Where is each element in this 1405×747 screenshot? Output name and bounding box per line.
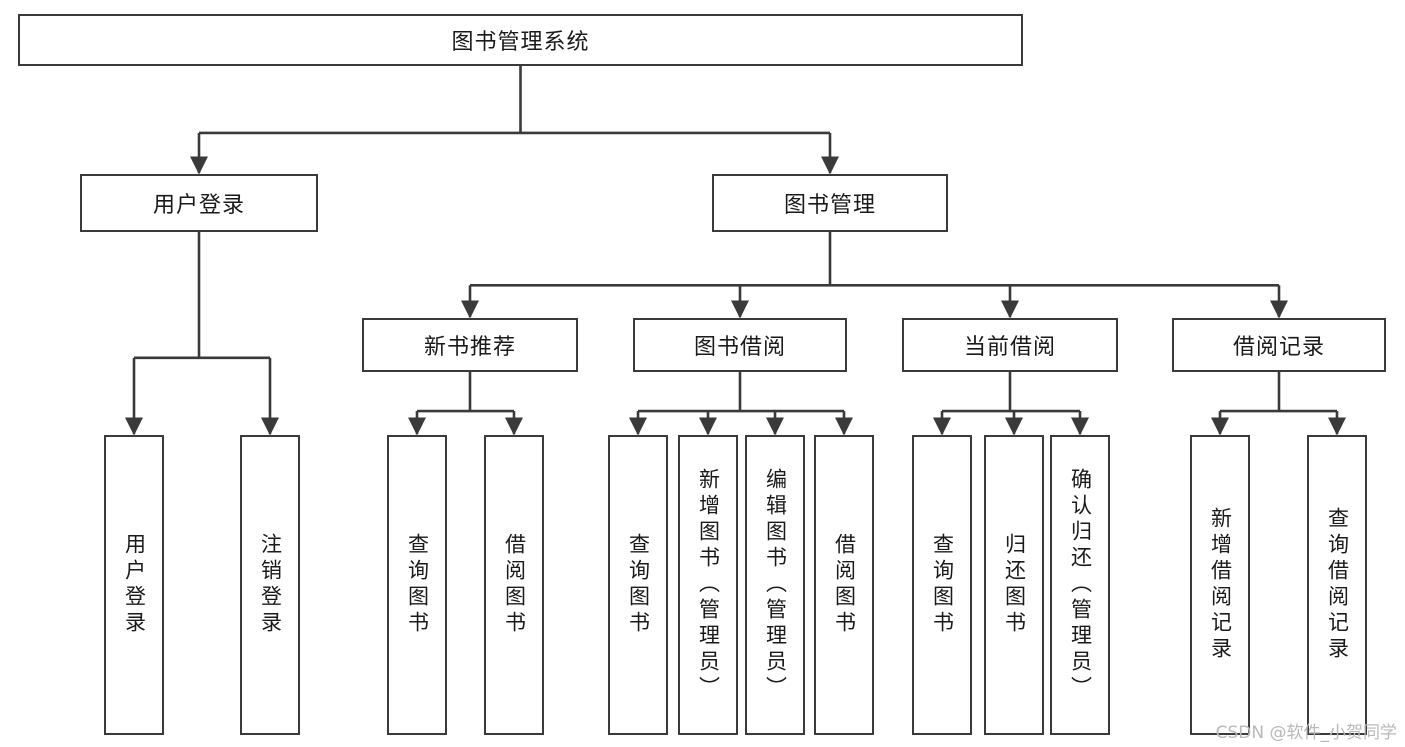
node-l_user_login[interactable]: 用户登录	[104, 435, 164, 735]
node-label: 查询图书	[405, 533, 430, 637]
node-label: 借阅图书	[832, 533, 857, 637]
node-book_manage[interactable]: 图书管理	[712, 174, 948, 232]
node-l_borrow_bk_1[interactable]: 借阅图书	[484, 435, 544, 735]
node-l_edit_book[interactable]: 编辑图书（管理员）	[745, 435, 805, 735]
node-label: 注销登录	[258, 533, 283, 637]
node-l_add_book[interactable]: 新增图书（管理员）	[678, 435, 738, 735]
node-label: 新增图书（管理员）	[696, 468, 721, 702]
node-borrow_record[interactable]: 借阅记录	[1172, 318, 1386, 372]
node-l_q_book_1[interactable]: 查询图书	[387, 435, 447, 735]
node-label: 用户登录	[122, 533, 147, 637]
node-label: 借阅图书	[502, 533, 527, 637]
node-l_conf_return[interactable]: 确认归还（管理员）	[1050, 435, 1110, 735]
node-l_q_rec[interactable]: 查询借阅记录	[1307, 435, 1367, 735]
node-l_q_book_3[interactable]: 查询图书	[912, 435, 972, 735]
node-l_borrow_bk_2[interactable]: 借阅图书	[814, 435, 874, 735]
node-l_q_book_2[interactable]: 查询图书	[608, 435, 668, 735]
node-label: 当前借阅	[963, 335, 1056, 360]
node-cur_borrow[interactable]: 当前借阅	[902, 318, 1118, 372]
node-label: 归还图书	[1002, 533, 1027, 637]
node-label: 确认归还（管理员）	[1068, 468, 1093, 702]
node-label: 查询借阅记录	[1325, 507, 1350, 663]
node-root[interactable]: 图书管理系统	[18, 14, 1023, 66]
node-label: 图书管理系统	[451, 30, 590, 55]
node-l_add_rec[interactable]: 新增借阅记录	[1190, 435, 1250, 735]
node-label: 借阅记录	[1232, 335, 1325, 360]
node-label: 查询图书	[626, 533, 651, 637]
node-label: 查询图书	[930, 533, 955, 637]
node-new_book_rec[interactable]: 新书推荐	[362, 318, 578, 372]
node-user_login[interactable]: 用户登录	[80, 174, 318, 232]
node-label: 新书推荐	[423, 335, 516, 360]
node-label: 图书借阅	[693, 335, 786, 360]
node-l_return_bk[interactable]: 归还图书	[984, 435, 1044, 735]
node-label: 图书管理	[783, 193, 876, 218]
node-label: 新增借阅记录	[1208, 507, 1233, 663]
node-l_logout[interactable]: 注销登录	[240, 435, 300, 735]
watermark: CSDN @软件_小贺同学	[1215, 723, 1397, 743]
node-book_borrow[interactable]: 图书借阅	[633, 318, 847, 372]
node-label: 用户登录	[152, 193, 245, 218]
node-label: 编辑图书（管理员）	[763, 468, 788, 702]
